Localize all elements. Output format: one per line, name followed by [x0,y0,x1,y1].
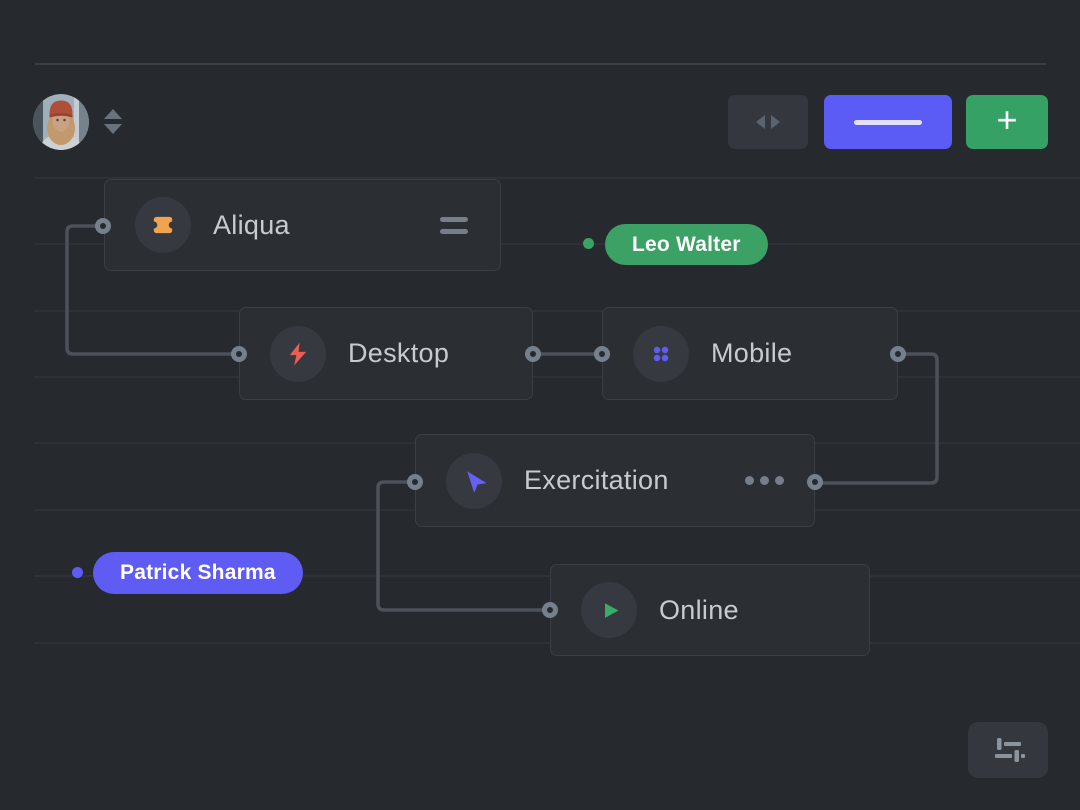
sort-arrows-icon[interactable] [101,108,125,136]
send-arrow-icon [446,452,502,509]
connector-port-desktop-right[interactable] [525,346,541,362]
play-icon [581,582,637,638]
connector-port-aliqua-left[interactable] [95,218,111,234]
connector-port-exercitation-right[interactable] [807,474,823,490]
connector-port-exercitation-left[interactable] [407,474,423,490]
badge-dot [72,567,83,578]
connector-port-mobile-left[interactable] [594,346,610,362]
menu-equals-icon[interactable] [440,216,468,234]
plus-icon: + [996,99,1018,140]
sliders-icon [995,738,1025,762]
node-label: Aliqua [213,209,290,240]
user-photo-avatar [33,94,89,150]
ticket-icon [135,197,191,253]
primary-action-button[interactable] [824,95,952,149]
lightning-icon [270,325,326,382]
line-placeholder [854,119,922,125]
node-label: Mobile [711,338,793,368]
panel-toggle-button[interactable] [728,95,808,149]
node-label: Desktop [348,338,450,368]
badge-leo-walter[interactable]: Leo Walter [605,224,768,265]
dots-grid-icon [633,325,689,382]
connector-port-desktop-left[interactable] [231,346,247,362]
settings-button[interactable] [968,722,1048,778]
node-label: Online [659,594,739,625]
horizontal-arrows-icon [756,115,780,129]
node-online[interactable]: Online [550,564,870,656]
add-button[interactable]: + [966,95,1048,149]
node-mobile[interactable]: Mobile [602,307,898,400]
node-desktop[interactable]: Desktop [239,307,533,400]
badge-dot [583,238,594,249]
node-aliqua[interactable]: Aliqua [104,179,501,271]
badge-label: Leo Walter [632,232,741,256]
node-label: Exercitation [524,465,669,495]
ellipsis-icon[interactable] [745,476,784,485]
connector-port-online-left[interactable] [542,602,558,618]
avatar[interactable] [33,94,89,150]
badge-patrick-sharma[interactable]: Patrick Sharma [93,552,303,594]
node-exercitation[interactable]: Exercitation [415,434,815,527]
badge-label: Patrick Sharma [120,561,276,584]
connector-port-mobile-right[interactable] [890,346,906,362]
